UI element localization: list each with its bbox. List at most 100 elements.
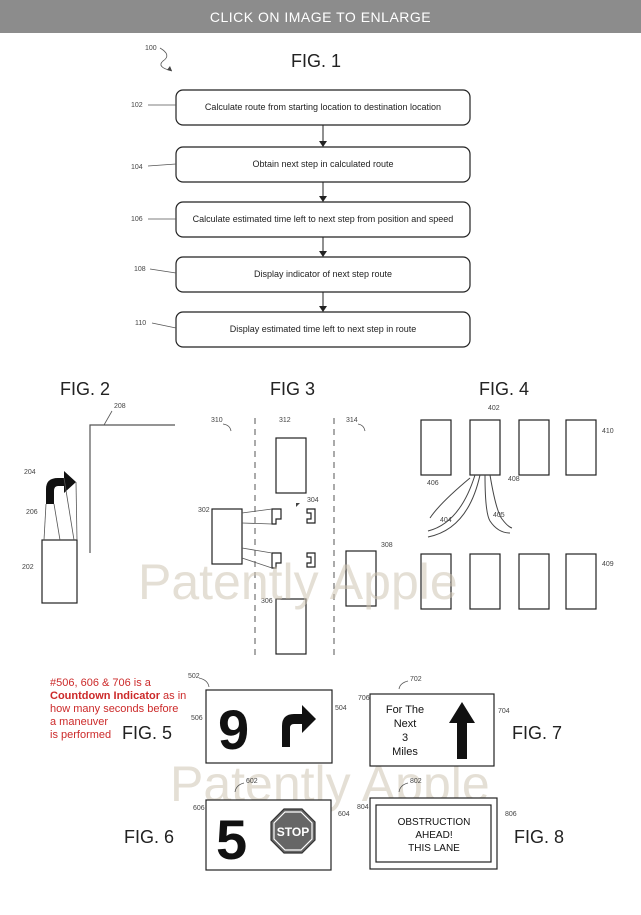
fig8-ref-leader [398, 782, 409, 793]
fig2-projection-lines [43, 477, 78, 541]
fig3-ref-leader [357, 423, 366, 432]
fig3-ref: 312 [279, 417, 291, 424]
fig3-ref-arrowhead [296, 503, 300, 507]
fig3-drawing: FIG 3 310 312 314 302 306 308 304 [198, 379, 393, 658]
fig4-path-arcs [427, 474, 513, 538]
fig2-ref: 206 [26, 509, 38, 516]
fig8-line: AHEAD! [415, 830, 452, 841]
fig4-drawing: FIG. 4 402 410 409 406 408 404 405 [420, 379, 614, 610]
fig4-ref: 406 [427, 480, 439, 487]
fig3-ref: 308 [381, 542, 393, 549]
fig1-ref-arrowhead [167, 66, 172, 71]
fig8-title: FIG. 8 [514, 827, 564, 847]
fig3-vehicle-bottom [275, 598, 307, 655]
stop-sign-text: STOP [277, 825, 309, 839]
fig2-ref: 204 [24, 469, 36, 476]
fig1-title: FIG. 1 [291, 51, 341, 71]
fig3-ref: 314 [346, 417, 358, 424]
fig1-step-ref: 110 [135, 320, 146, 327]
fig1-step-ref: 106 [131, 216, 143, 223]
patent-drawing: FIG. 1 100 Calculate route from starting… [22, 45, 614, 871]
fig1-step-label: Display indicator of next step route [254, 269, 392, 279]
watermark-text: Patently Apple [138, 554, 458, 610]
fig7-title: FIG. 7 [512, 723, 562, 743]
fig1-step-label: Obtain next step in calculated route [252, 159, 393, 169]
note-bold: Countdown Indicator [50, 690, 161, 702]
fig8-ref: 804 [357, 804, 369, 811]
note-line: Countdown Indicator as in [50, 690, 186, 702]
fig3-vehicle-top [275, 437, 307, 494]
fig3-vehicle-left [211, 508, 243, 565]
fig7-line: Miles [392, 746, 418, 758]
straight-arrow-icon [449, 702, 475, 759]
fig2-title: FIG. 2 [60, 379, 110, 399]
fig8-line: THIS LANE [408, 843, 460, 854]
note-line: #506, 606 & 706 is a [50, 677, 152, 689]
fig6-drawing: FIG. 6 602 5 STOP 606 604 [124, 778, 350, 871]
note-rest: as in [160, 690, 186, 702]
fig6-ref: 606 [193, 805, 205, 812]
fig5-title: FIG. 5 [122, 723, 172, 743]
fig2-ref: 202 [22, 564, 34, 571]
fig8-text: OBSTRUCTION AHEAD! THIS LANE [398, 817, 471, 854]
fig1-step-ref: 104 [131, 164, 143, 171]
patent-figure[interactable]: FIG. 1 100 Calculate route from starting… [0, 33, 641, 910]
fig3-title: FIG 3 [270, 379, 315, 399]
note-line: is performed [50, 729, 111, 741]
fig7-ref: 704 [498, 708, 510, 715]
fig6-ref-leader [234, 782, 245, 793]
fig4-vehicles [420, 419, 597, 610]
fig1-step-label: Calculate route from starting location t… [205, 102, 441, 112]
fig3-vehicle-right [345, 550, 377, 607]
fig7-line: For The [386, 704, 424, 716]
fig1-step-leader [151, 322, 177, 329]
enlarge-image-banner[interactable]: CLICK ON IMAGE TO ENLARGE [0, 0, 641, 33]
fig4-ref: 409 [602, 561, 614, 568]
fig6-ref: 602 [246, 778, 258, 785]
fig5-countdown-number: 9 [218, 698, 249, 761]
fig6-title: FIG. 6 [124, 827, 174, 847]
fig3-sensor-shapes [271, 508, 316, 569]
fig3-sensor-lines [241, 508, 273, 569]
fig7-text: For The Next 3 Miles [386, 704, 424, 758]
stop-sign-border [273, 811, 313, 851]
fig1-arrowheads [319, 141, 327, 312]
fig7-ref: 706 [358, 695, 370, 702]
fig4-ref: 410 [602, 428, 614, 435]
fig8-ref: 806 [505, 811, 517, 818]
fig2-corner-line [89, 424, 175, 553]
fig4-title: FIG. 4 [479, 379, 529, 399]
fig7-line: 3 [402, 732, 408, 744]
fig8-line: OBSTRUCTION [398, 817, 471, 828]
turn-right-arrow-icon [282, 705, 316, 747]
fig1-ref-main: 100 [145, 45, 157, 52]
fig1-flowchart: FIG. 1 100 Calculate route from starting… [131, 45, 471, 348]
fig4-ref: 404 [440, 517, 452, 524]
fig4-ref: 402 [488, 405, 500, 412]
fig3-ref: 310 [211, 417, 223, 424]
fig4-ref: 405 [493, 512, 505, 519]
fig5-ref-leader [198, 677, 210, 688]
fig1-step-label: Display estimated time left to next step… [230, 324, 417, 334]
fig7-display-box [369, 693, 495, 767]
fig6-countdown-number: 5 [216, 808, 247, 871]
fig2-ref: 208 [114, 403, 126, 410]
countdown-note: #506, 606 & 706 is a Countdown Indicator… [50, 677, 186, 741]
stop-sign-icon [270, 808, 316, 854]
fig7-ref-leader [398, 680, 409, 690]
fig8-ref: 802 [410, 778, 422, 785]
fig3-lane-lines [254, 418, 335, 658]
fig1-step-leader [147, 163, 177, 167]
fig1-step-label: Calculate estimated time left to next st… [193, 214, 454, 224]
fig7-ref: 702 [410, 676, 422, 683]
fig3-ref: 302 [198, 507, 210, 514]
fig3-ref: 306 [261, 598, 273, 605]
fig2-ref-leader [103, 410, 113, 426]
fig3-ref-leader [222, 423, 232, 432]
fig4-ref: 408 [508, 476, 520, 483]
fig5-ref: 504 [335, 705, 347, 712]
fig1-step-leader [149, 268, 177, 274]
turn-right-arrow-icon [46, 471, 76, 504]
fig2-drawing: FIG. 2 208 202 204 206 [22, 379, 175, 604]
fig8-display-inner [375, 804, 492, 863]
